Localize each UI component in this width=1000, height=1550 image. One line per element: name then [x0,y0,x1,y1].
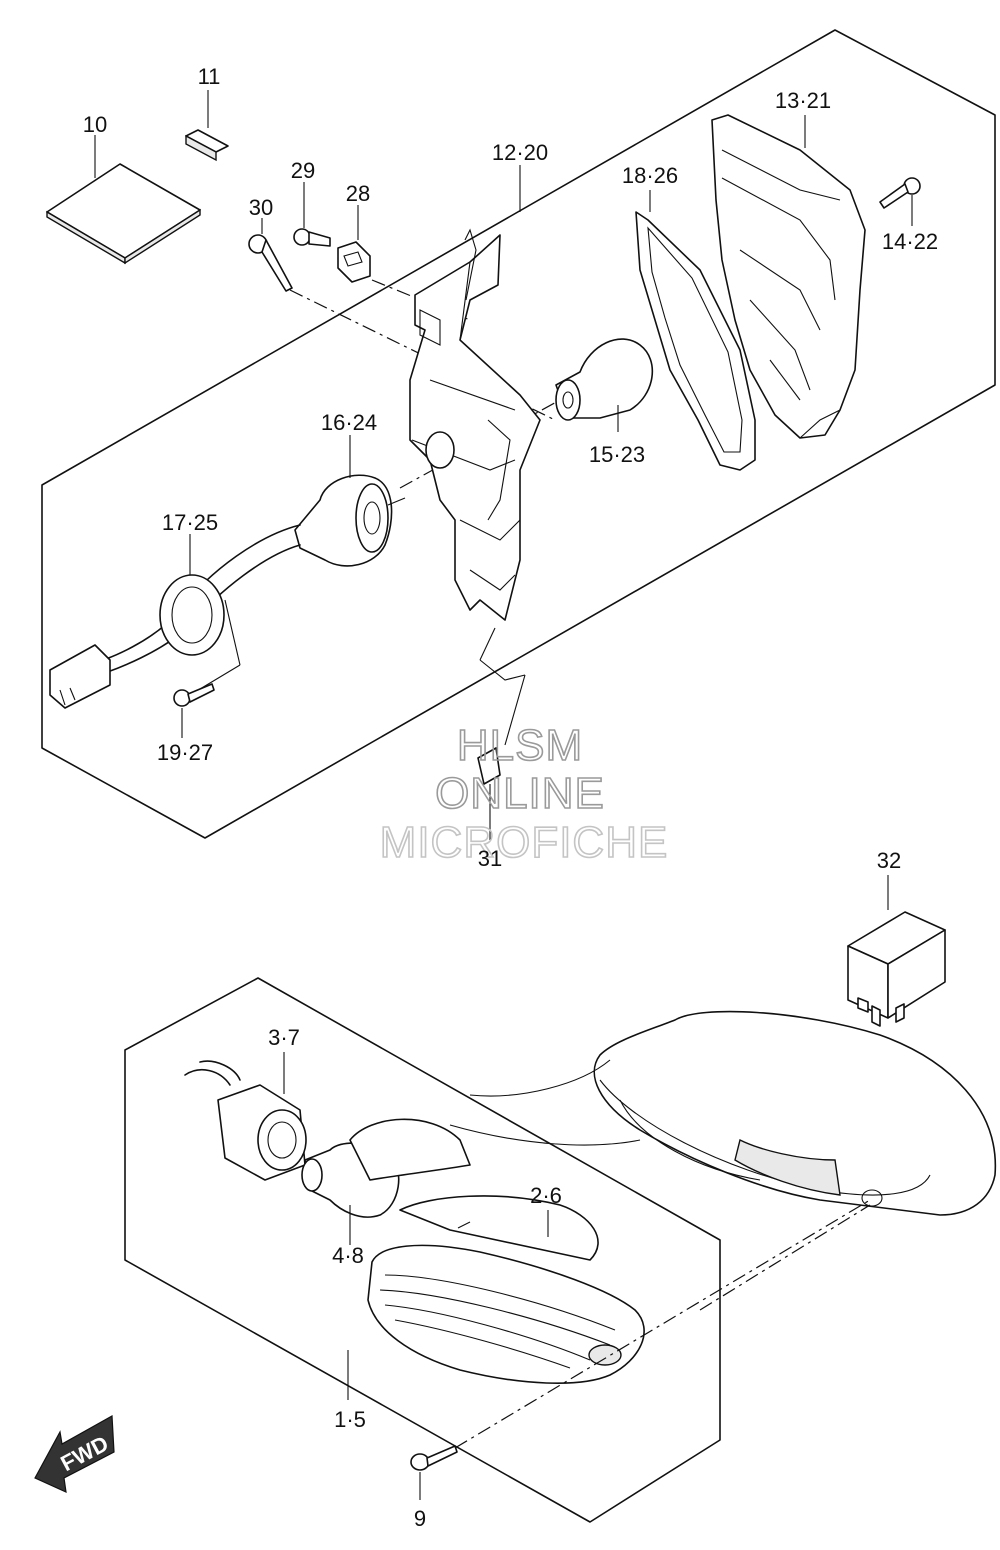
label-part-3-7[interactable]: 3·7 [268,1025,300,1050]
part-15-23-bulb[interactable] [555,338,654,432]
part-19-27-screw[interactable] [173,683,215,738]
part-13-21-lens[interactable] [711,114,866,439]
label-part-14-22[interactable]: 14·22 [882,229,938,254]
label-part-19-27[interactable]: 19·27 [157,740,213,765]
label-part-31[interactable]: 31 [478,846,502,871]
lower-assembly-outline [124,977,721,1523]
part-32-relay[interactable] [847,875,946,1027]
label-part-17-25[interactable]: 17·25 [162,510,218,535]
part-28-nut-clip[interactable] [337,205,371,283]
part-3-7-socket[interactable] [184,1052,307,1181]
label-part-32[interactable]: 32 [877,848,901,873]
label-part-1-5[interactable]: 1·5 [334,1407,366,1432]
part-1-5-lens[interactable] [347,1244,645,1400]
fwd-direction-arrow: FWD [34,1415,115,1493]
label-part-30[interactable]: 30 [249,195,273,220]
watermark-line-3: MICROFICHE [380,818,669,867]
part-17-25-harness[interactable] [49,524,301,709]
label-part-29[interactable]: 29 [291,158,315,183]
label-part-18-26[interactable]: 18·26 [622,163,678,188]
part-11-pad[interactable] [185,90,229,162]
part-30-screw[interactable] [248,218,293,292]
label-part-4-8[interactable]: 4·8 [332,1243,364,1268]
label-part-28[interactable]: 28 [346,181,370,206]
part-16-24-socket[interactable] [294,435,406,567]
part-31-clip[interactable] [477,627,526,840]
upper-assembly-outline [41,29,996,839]
mirror-housing [449,1010,997,1216]
part-12-20-bracket[interactable] [409,165,541,621]
label-part-13-21[interactable]: 13·21 [775,88,831,113]
label-part-2-6[interactable]: 2·6 [530,1183,562,1208]
part-2-6-housing[interactable] [349,1118,599,1261]
label-part-9[interactable]: 9 [414,1506,426,1531]
label-part-12-20[interactable]: 12·20 [492,140,548,165]
label-part-10[interactable]: 10 [83,112,107,137]
watermark: HLSM ONLINE MICROFICHE [379,720,669,868]
label-part-16-24[interactable]: 16·24 [321,410,377,435]
watermark-line-1: HLSM [457,721,583,770]
centerline-lens [699,1204,871,1311]
part-29-screw[interactable] [293,182,331,247]
part-14-22-screw[interactable] [879,177,921,226]
part-9-screw[interactable] [410,1445,458,1500]
part-10-sheet[interactable] [46,135,201,265]
watermark-line-2: ONLINE [435,769,605,818]
part-18-26-gasket[interactable] [635,190,756,471]
label-part-15-23[interactable]: 15·23 [589,442,645,467]
label-part-11[interactable]: 11 [198,64,221,89]
